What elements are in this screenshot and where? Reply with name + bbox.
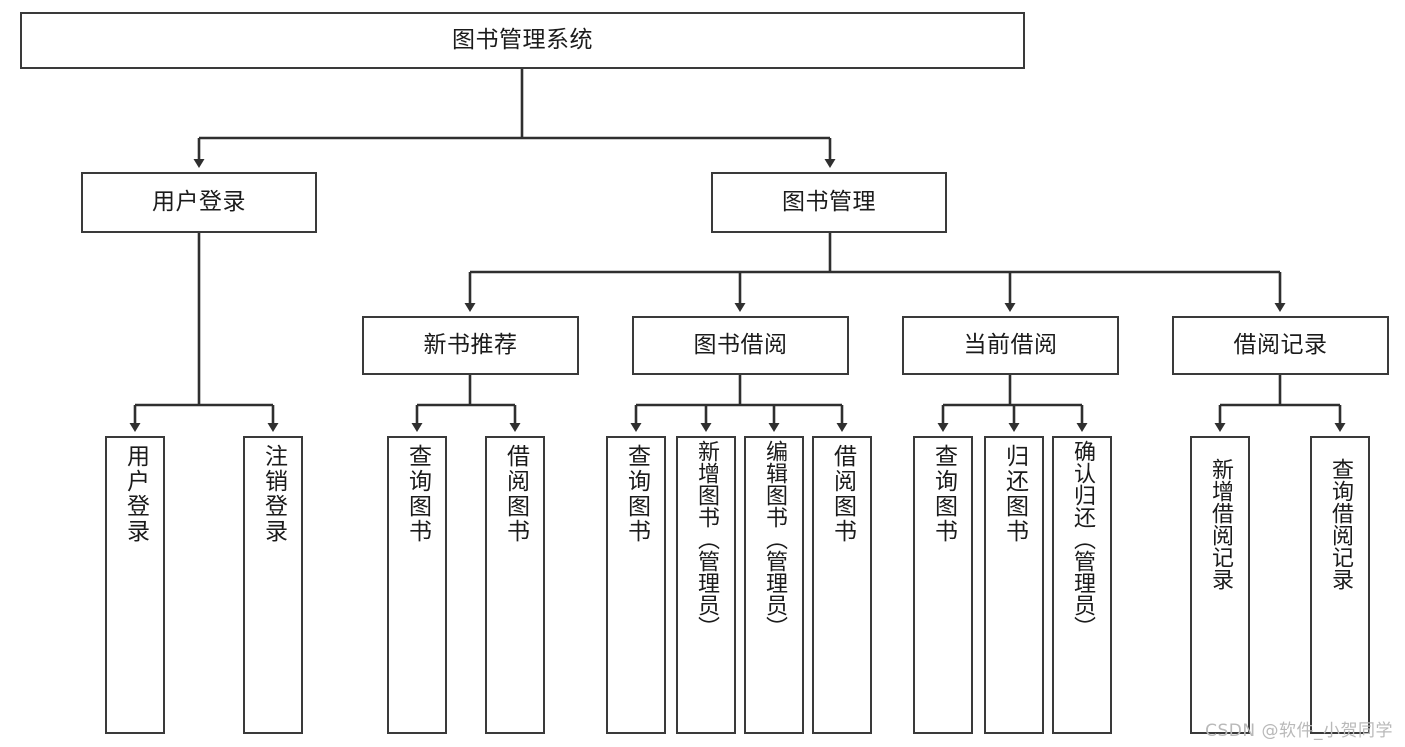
node-leaf-return-book[interactable]: 归还图书 [984,436,1044,734]
node-leaf-query-book-2[interactable]: 查询图书 [606,436,666,734]
node-book-manage-label: 图书管理 [782,189,876,216]
node-root-label: 图书管理系统 [452,27,593,54]
node-leaf-confirm-return-label: 确认归还（管理员） [1070,440,1095,638]
node-leaf-user-logout[interactable]: 注销登录 [243,436,303,734]
node-leaf-query-record-label: 查询借阅记录 [1328,458,1353,590]
node-leaf-query-record[interactable]: 查询借阅记录 [1310,436,1370,734]
node-leaf-borrow-book-1[interactable]: 借阅图书 [485,436,545,734]
node-leaf-confirm-return[interactable]: 确认归还（管理员） [1052,436,1112,734]
node-leaf-query-book-1[interactable]: 查询图书 [387,436,447,734]
node-leaf-edit-book[interactable]: 编辑图书（管理员） [744,436,804,734]
node-user-login-label: 用户登录 [152,189,246,216]
node-leaf-add-book-label: 新增图书（管理员） [694,440,719,638]
node-leaf-add-record[interactable]: 新增借阅记录 [1190,436,1250,734]
node-new-book-rec[interactable]: 新书推荐 [362,316,579,375]
node-leaf-edit-book-label: 编辑图书（管理员） [762,440,787,638]
node-book-manage[interactable]: 图书管理 [711,172,947,233]
node-leaf-user-logout-label: 注销登录 [260,444,287,544]
node-leaf-return-book-label: 归还图书 [1001,444,1028,544]
node-leaf-query-book-3-label: 查询图书 [930,444,957,544]
node-leaf-borrow-book-2[interactable]: 借阅图书 [812,436,872,734]
node-leaf-query-book-1-label: 查询图书 [404,444,431,544]
node-leaf-borrow-book-2-label: 借阅图书 [829,444,856,544]
node-root[interactable]: 图书管理系统 [20,12,1025,69]
node-leaf-query-book-3[interactable]: 查询图书 [913,436,973,734]
node-leaf-borrow-book-1-label: 借阅图书 [502,444,529,544]
node-borrow-record-label: 借阅记录 [1233,332,1328,359]
node-user-login[interactable]: 用户登录 [81,172,317,233]
node-current-borrow[interactable]: 当前借阅 [902,316,1119,375]
node-leaf-add-book[interactable]: 新增图书（管理员） [676,436,736,734]
node-new-book-rec-label: 新书推荐 [423,332,518,359]
node-leaf-query-book-2-label: 查询图书 [623,444,650,544]
node-borrow-record[interactable]: 借阅记录 [1172,316,1389,375]
node-leaf-user-login-label: 用户登录 [122,444,149,544]
node-book-borrow-label: 图书借阅 [693,332,788,359]
watermark-text: CSDN @软件_小贺同学 [1205,721,1393,741]
node-leaf-user-login[interactable]: 用户登录 [105,436,165,734]
node-book-borrow[interactable]: 图书借阅 [632,316,849,375]
node-current-borrow-label: 当前借阅 [963,332,1058,359]
node-leaf-add-record-label: 新增借阅记录 [1208,458,1233,590]
